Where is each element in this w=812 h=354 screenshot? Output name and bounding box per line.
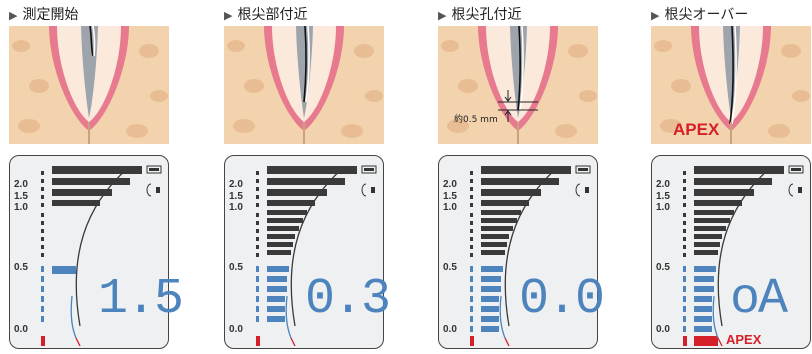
scale-label-1: 1.0	[229, 202, 243, 213]
apex-indicator-text: APEX	[726, 332, 762, 347]
stage-title-text: 測定開始	[22, 7, 79, 23]
length-readout: 1.5	[98, 271, 184, 328]
scale-label-2: 2.0	[229, 179, 243, 190]
apex-locator-display: 2.0 1.5 1.0 0.5 0.0 1.5	[9, 155, 184, 349]
play-triangle-icon: ▶	[438, 9, 447, 22]
battery-icon	[146, 165, 162, 174]
apex-badge: APEX	[673, 120, 720, 139]
play-triangle-icon: ▶	[224, 9, 233, 22]
length-readout: 0.0	[519, 271, 605, 328]
speaker-icon	[146, 183, 160, 197]
speaker-icon	[361, 183, 375, 197]
stage-title-text: 根尖オーバー	[664, 7, 749, 23]
scale-label-0-5: 0.5	[656, 262, 670, 273]
scale-label-1: 1.0	[443, 202, 457, 213]
length-readout: oA	[730, 271, 788, 328]
apex-locator-display: 2.0 1.5 1.0 0.5 0.0 oA APEX	[651, 155, 811, 349]
scale-label-1-5: 1.5	[443, 191, 457, 202]
speaker-icon	[575, 183, 589, 197]
scale-label-0-5: 0.5	[14, 262, 28, 273]
scale-label-1-5: 1.5	[656, 191, 670, 202]
scale-label-1-5: 1.5	[229, 191, 243, 202]
apex-locator-display: 2.0 1.5 1.0 0.5 0.0 0.0	[438, 155, 605, 349]
scale-label-0-5: 0.5	[229, 262, 243, 273]
stage-title: ▶ 根尖孔付近	[438, 6, 521, 25]
scale-label-2: 2.0	[443, 179, 457, 190]
play-triangle-icon: ▶	[651, 9, 660, 22]
speaker-icon	[788, 183, 802, 197]
stage-title: ▶ 測定開始	[9, 6, 78, 25]
scale-label-0: 0.0	[443, 324, 457, 335]
scale-label-0: 0.0	[656, 324, 670, 335]
scale-label-1: 1.0	[656, 202, 670, 213]
scale-label-2: 2.0	[656, 179, 670, 190]
stage-title-text: 根尖孔付近	[451, 7, 522, 23]
play-triangle-icon: ▶	[9, 9, 18, 22]
battery-icon	[361, 165, 377, 174]
length-readout: 0.3	[305, 271, 391, 328]
stage-1: ▶ 測定開始	[9, 0, 184, 349]
stage-2: ▶ 根尖部付近	[224, 0, 391, 349]
tooth-illustration: 約0.5 mm	[438, 25, 598, 144]
tooth-illustration: APEX	[651, 25, 811, 144]
scale-label-1: 1.0	[14, 202, 28, 213]
battery-icon	[788, 165, 804, 174]
stage-title: ▶ 根尖オーバー	[651, 6, 748, 25]
scale-label-0-5: 0.5	[443, 262, 457, 273]
apex-locator-display: 2.0 1.5 1.0 0.5 0.0 0.3	[224, 155, 391, 349]
scale-label-0: 0.0	[229, 324, 243, 335]
scale-label-0: 0.0	[14, 324, 28, 335]
battery-icon	[575, 165, 591, 174]
stage-title: ▶ 根尖部付近	[224, 6, 307, 25]
distance-annotation: 約0.5 mm	[454, 115, 498, 125]
stage-4: ▶ 根尖オーバー APEX	[651, 0, 811, 349]
tooth-illustration	[224, 25, 384, 144]
scale-label-2: 2.0	[14, 179, 28, 190]
tooth-illustration	[9, 25, 169, 144]
stage-3: ▶ 根尖孔付近 約0.5 mm	[438, 0, 605, 349]
stage-title-text: 根尖部付近	[237, 7, 308, 23]
scale-label-1-5: 1.5	[14, 191, 28, 202]
